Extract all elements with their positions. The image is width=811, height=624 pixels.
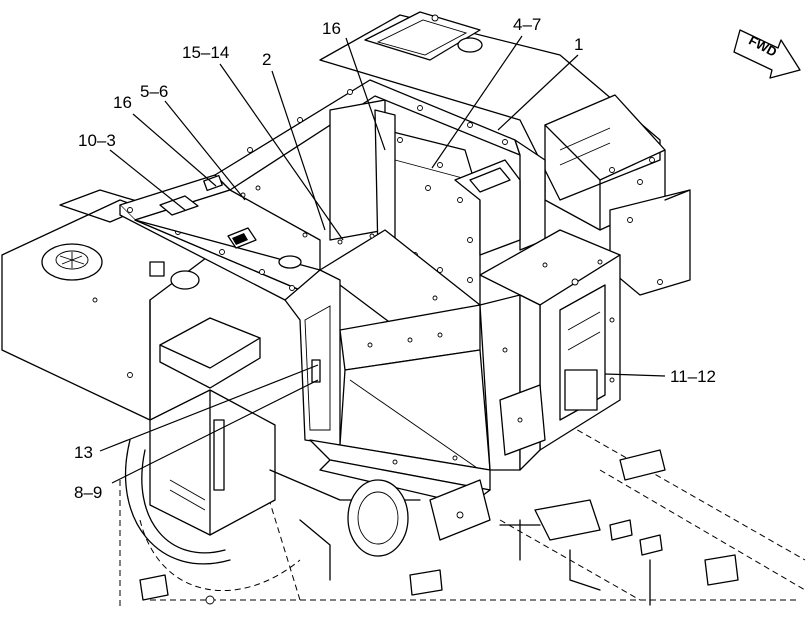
callout-16a: 16: [322, 19, 341, 38]
leader-1: [497, 54, 579, 131]
machine-frame-dashed: [119, 419, 806, 610]
rear-deck: [319, 11, 691, 296]
callout-5-6: 5–6: [140, 82, 168, 101]
callout-1: 1: [574, 35, 583, 54]
callout-4-7: 4–7: [513, 15, 541, 34]
leader-10-3: [109, 149, 186, 211]
callout-13: 13: [74, 443, 93, 462]
leader-16a: [345, 37, 386, 151]
lower-frame: [139, 449, 739, 606]
left-lower-panel: [125, 389, 276, 565]
leader-16b: [132, 113, 217, 187]
callout-labels: 16 4–7 1 15–14 2 5–6 16 10–3 11–12 13 8–…: [74, 15, 716, 502]
cab-base-body: [284, 99, 521, 506]
left-tank: [1, 189, 261, 421]
leader-5-6: [164, 100, 246, 201]
callout-2: 2: [262, 50, 271, 69]
leader-11-12: [604, 373, 666, 377]
callout-15-14: 15–14: [182, 43, 229, 62]
right-duct: [479, 229, 621, 471]
callout-leaders: [99, 35, 666, 484]
leader-2: [271, 70, 326, 231]
leader-15-14: [219, 63, 344, 241]
callout-16b: 16: [113, 93, 132, 112]
fwd-arrow-icon: FWD: [733, 29, 801, 79]
callout-11-12: 11–12: [670, 367, 716, 386]
leader-4-7: [431, 35, 523, 169]
leader-13: [99, 364, 319, 452]
leader-8-9: [111, 379, 319, 484]
callout-10-3: 10–3: [78, 131, 116, 150]
callout-8-9: 8–9: [74, 483, 102, 502]
left-top-deck: [134, 174, 321, 271]
